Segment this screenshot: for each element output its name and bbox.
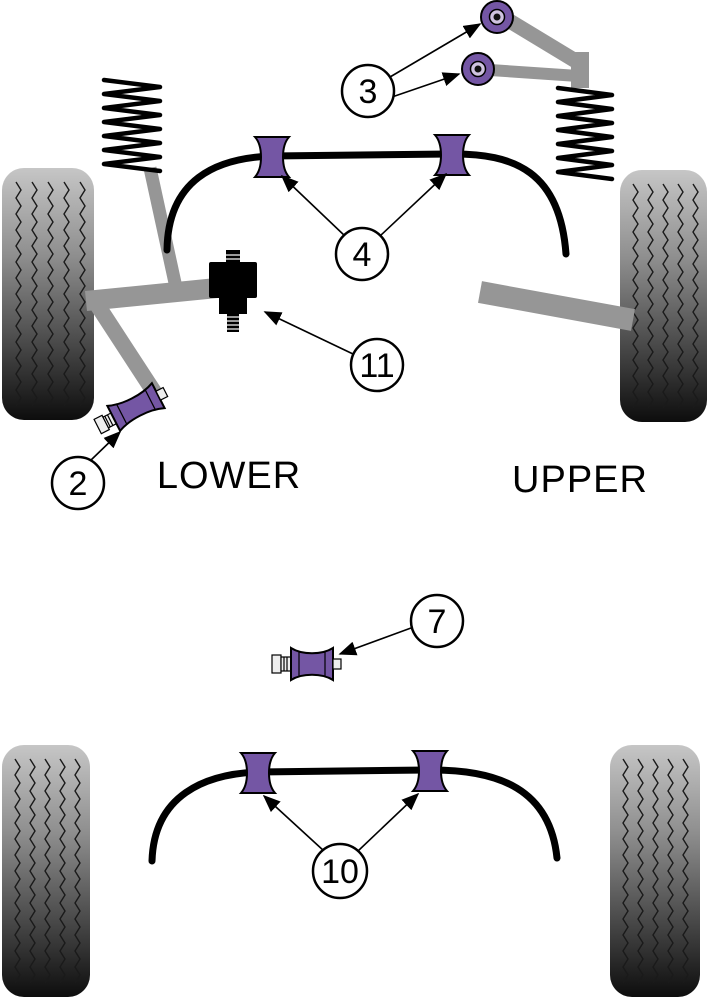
arrow-to-lower-arm-bush xyxy=(89,430,122,462)
tie-rod-joint xyxy=(571,52,589,88)
round-bush-upper xyxy=(480,0,514,34)
coil-spring-right xyxy=(555,85,615,182)
arrow-to-rear-mount-bush xyxy=(338,627,412,656)
control-arm-lower-left xyxy=(91,301,165,403)
arb-bush-front-right xyxy=(434,134,470,176)
arrow-to-engine-mount xyxy=(263,311,354,355)
callout-3: 3 xyxy=(340,63,396,119)
arrow-to-arb-bush-front-left xyxy=(280,174,347,238)
callout-7: 7 xyxy=(409,593,465,649)
callout-2-number: 2 xyxy=(69,465,88,503)
callout-11: 11 xyxy=(349,337,405,393)
arrow-to-arb-bush-rear-right xyxy=(357,792,420,852)
callout-3-number: 3 xyxy=(359,73,378,111)
callout-7-number: 7 xyxy=(428,603,447,641)
lower-arm-bush xyxy=(93,381,169,435)
callout-4: 4 xyxy=(334,226,390,282)
control-arm-right xyxy=(478,281,635,331)
arb-bush-front-left xyxy=(254,136,290,178)
arb-bush-rear-left xyxy=(240,752,276,794)
arrow-to-round-bush-upper xyxy=(389,23,482,78)
label-upper: UPPER xyxy=(512,459,648,501)
callout-11-number: 11 xyxy=(359,347,394,385)
anti-roll-bar-rear xyxy=(148,766,561,865)
callout-10-number: 10 xyxy=(321,853,359,891)
arb-bush-rear-right xyxy=(412,750,448,792)
tire-rear-right xyxy=(610,745,700,997)
label-lower: LOWER xyxy=(157,455,301,497)
round-bush-lower xyxy=(461,52,495,86)
arrow-to-arb-bush-rear-left xyxy=(262,794,325,852)
arrow-to-round-bush-lower xyxy=(391,72,461,98)
callout-10: 10 xyxy=(311,842,369,900)
callout-4-number: 4 xyxy=(353,236,372,274)
coil-spring-left xyxy=(101,77,163,174)
rear-mount-bush xyxy=(271,646,342,682)
tire-front-right xyxy=(620,170,707,422)
tie-rod-lower xyxy=(489,64,579,82)
arrow-to-arb-bush-front-right xyxy=(379,172,448,237)
strut-left xyxy=(143,166,184,294)
tire-front-left xyxy=(2,168,94,420)
engine-mount xyxy=(209,250,257,332)
tire-rear-left xyxy=(2,745,90,997)
callout-2: 2 xyxy=(50,455,106,511)
